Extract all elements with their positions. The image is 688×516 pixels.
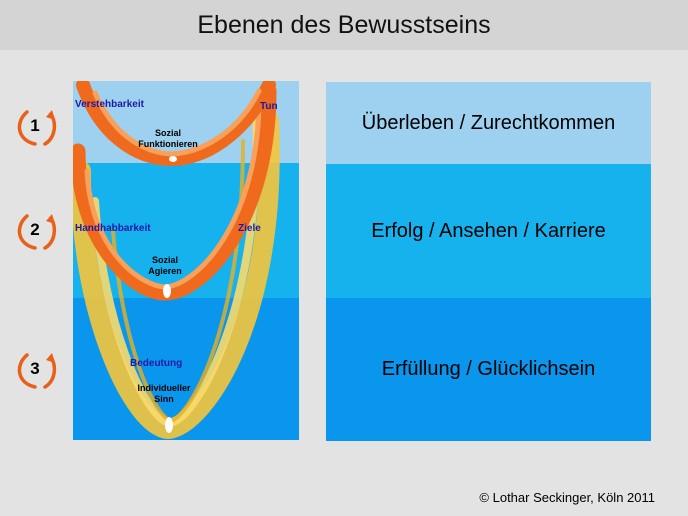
level-band-1: Überleben / Zurechtkommen (326, 82, 651, 164)
diagram-graphic (73, 81, 299, 440)
right-word-level-2: Ziele (238, 223, 261, 234)
circular-arrow-icon (17, 353, 57, 389)
level-number-2: 2 (30, 220, 40, 239)
center-line-2: Agieren (148, 266, 182, 276)
consciousness-diagram: Verstehbarkeit Tun Sozial Funktionieren … (73, 81, 299, 440)
left-word-level-2: Handhabbarkeit (75, 223, 151, 234)
level-band-3: Erfüllung / Glücklichsein (326, 298, 651, 441)
level-number-3: 3 (30, 359, 40, 378)
level-marker-1: 1 (17, 106, 57, 146)
circular-arrow-icon (17, 110, 57, 146)
copyright-notice: © Lothar Seckinger, Köln 2011 (479, 490, 655, 505)
center-text-level-1: Sozial Funktionieren (128, 128, 208, 150)
title-bar: Ebenen des Bewusstseins (0, 0, 688, 50)
drop-level-1 (169, 156, 177, 162)
level-label-2: Erfolg / Ansehen / Karriere (371, 219, 606, 242)
center-line-2: Sinn (154, 394, 174, 404)
left-word-level-1: Verstehbarkeit (75, 99, 144, 110)
page-title: Ebenen des Bewusstseins (197, 10, 491, 39)
level-label-3: Erfüllung / Glücklichsein (381, 358, 596, 380)
circular-arrow-icon (17, 214, 57, 250)
center-line-1: Individueller (137, 383, 191, 393)
drop-level-3 (165, 417, 173, 433)
right-word-level-1: Tun (260, 101, 278, 112)
left-word-level-3: Bedeutung (130, 358, 183, 369)
center-line-1: Sozial (154, 128, 181, 138)
center-line-1: Sozial (151, 255, 178, 265)
level-number-1: 1 (30, 116, 40, 135)
center-text-level-3: Individueller Sinn (124, 383, 204, 405)
level-band-2: Erfolg / Ansehen / Karriere (326, 164, 651, 298)
center-line-2: Funktionieren (138, 139, 198, 149)
center-text-level-2: Sozial Agieren (125, 255, 205, 277)
level-marker-2: 2 (17, 210, 57, 250)
level-label-1: Überleben / Zurechtkommen (361, 111, 616, 134)
drop-level-2 (163, 284, 171, 298)
level-marker-3: 3 (17, 349, 57, 389)
